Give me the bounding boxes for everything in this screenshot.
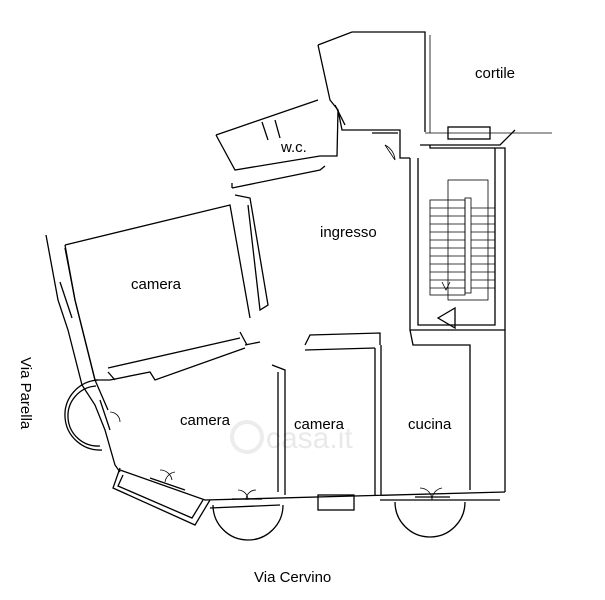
stair-steps: [429, 179, 495, 301]
label-wc: w.c.: [280, 139, 307, 156]
label-ingresso: ingresso: [320, 224, 377, 241]
label-camera-1: camera: [131, 276, 182, 293]
label-cortile: cortile: [475, 65, 515, 82]
label-camera-3: camera: [294, 416, 345, 433]
watermark-text: casa.it: [266, 422, 353, 455]
watermark-logo: [230, 420, 264, 454]
doors-windows: [59, 104, 491, 501]
interior-walls: [109, 179, 495, 495]
label-camera-2: camera: [180, 412, 231, 429]
label-cucina: cucina: [408, 416, 452, 433]
label-via-parella: Via Parella: [17, 357, 34, 430]
entrance-marker-icon: [436, 306, 456, 330]
watermark: casa.it: [230, 420, 353, 455]
label-via-cervino: Via Cervino: [254, 569, 331, 586]
outer-walls: [45, 31, 516, 541]
courtyard-boundary: [425, 35, 552, 134]
